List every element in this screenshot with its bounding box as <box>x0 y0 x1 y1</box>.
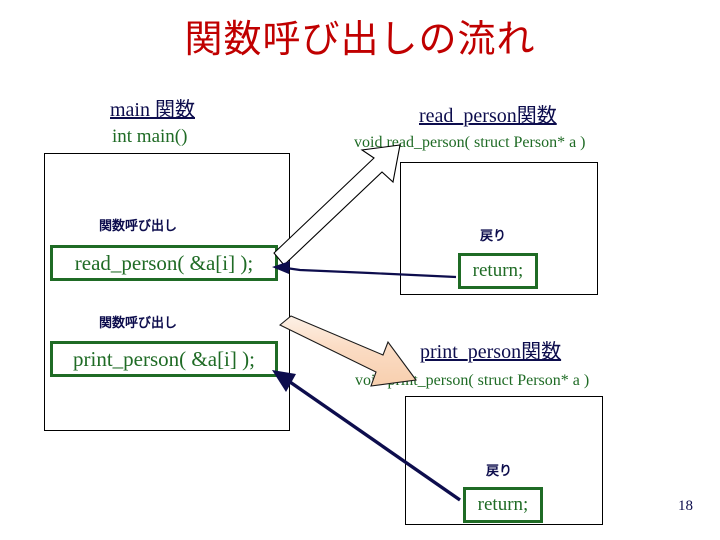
main-function-signature: int main() <box>112 126 188 147</box>
print-person-heading: print_person関数 <box>420 341 562 363</box>
return-label-print-person: 戻り <box>486 464 513 479</box>
call-statement-read-person[interactable]: read_person( &a[i] ); <box>50 245 278 281</box>
call-label-print-person: 関数呼び出し <box>99 316 178 331</box>
return-label-read-person: 戻り <box>480 229 507 244</box>
read-person-heading: read_person関数 <box>419 105 557 127</box>
call-read-person-arrow <box>273 144 401 266</box>
call-statement-print-person[interactable]: print_person( &a[i] ); <box>50 341 278 377</box>
call-label-read-person: 関数呼び出し <box>99 219 178 234</box>
page-title: 関数呼び出しの流れ <box>184 17 536 61</box>
main-function-frame <box>44 153 290 431</box>
page-number: 18 <box>678 498 693 514</box>
return-statement-read-person[interactable]: return; <box>458 253 538 289</box>
return-statement-print-person[interactable]: return; <box>463 487 543 523</box>
main-function-heading: main 関数 <box>110 99 195 121</box>
print-person-signature: void print_person( struct Person* a ) <box>355 372 590 389</box>
read-person-signature: void read_person( struct Person* a ) <box>354 134 586 151</box>
